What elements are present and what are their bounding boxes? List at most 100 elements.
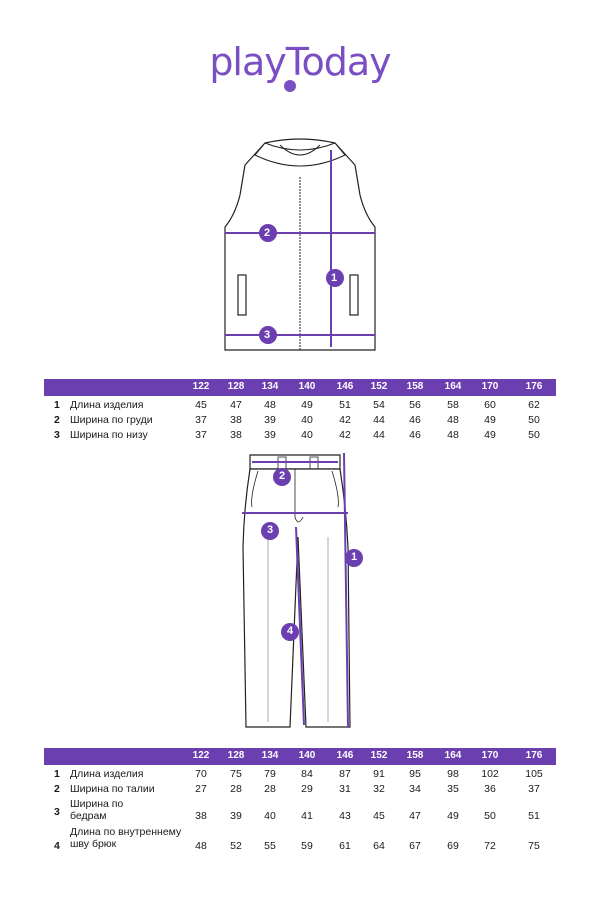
row-label: Ширина по груди [70,414,153,426]
logo-dot [284,80,296,92]
size-header: 140 [298,381,316,392]
cell: 70 [195,768,207,780]
vest-marker-2: 2 [264,227,271,239]
cell: 47 [409,810,421,822]
cell: 62 [528,399,540,411]
cell: 49 [447,810,459,822]
cell: 46 [409,414,421,426]
table-row: 1 Длина изделия 70 75 79 84 87 91 95 98 … [44,768,556,783]
row-label: Длина изделия [70,768,144,780]
cell: 39 [264,414,276,426]
size-header: 134 [261,381,279,392]
table-row: 1 Длина изделия 45 47 48 49 51 54 56 58 … [44,399,556,414]
size-header: 158 [406,381,424,392]
cell: 49 [484,429,496,441]
size-header: 170 [481,381,499,392]
cell: 54 [373,399,385,411]
pants-diagram [228,447,368,737]
cell: 40 [301,429,313,441]
cell: 51 [528,810,540,822]
vest-marker-1: 1 [331,272,338,284]
pants-marker-2: 2 [279,470,286,482]
cell: 50 [528,429,540,441]
cell: 52 [230,840,242,852]
row-number: 1 [54,399,60,411]
cell: 75 [230,768,242,780]
row-number: 2 [54,414,60,426]
size-header: 146 [336,381,354,392]
cell: 37 [195,414,207,426]
table-row: 3 Ширина по низу 37 38 39 40 42 44 46 48… [44,429,556,444]
cell: 29 [301,783,313,795]
cell: 48 [447,414,459,426]
cell: 38 [230,429,242,441]
cell: 102 [481,768,499,780]
cell: 44 [373,414,385,426]
cell: 39 [264,429,276,441]
cell: 51 [339,399,351,411]
cell: 28 [264,783,276,795]
cell: 27 [195,783,207,795]
row-label: Ширина по низу [70,429,148,441]
cell: 98 [447,768,459,780]
cell: 69 [447,840,459,852]
vest-size-table: 122 128 134 140 146 152 158 164 170 176 … [44,379,556,441]
cell: 40 [301,414,313,426]
cell: 95 [409,768,421,780]
cell: 84 [301,768,313,780]
row-number: 3 [54,429,60,441]
pants-table-header: 122 128 134 140 146 152 158 164 170 176 [44,748,556,765]
cell: 46 [409,429,421,441]
row-label: Длина изделия [70,399,144,411]
row-label: Длина по внутреннему шву брюк [70,826,182,850]
cell: 49 [484,414,496,426]
pants-size-table: 122 128 134 140 146 152 158 164 170 176 … [44,748,556,863]
vest-table-header: 122 128 134 140 146 152 158 164 170 176 [44,379,556,396]
brand-logo-text: playToday [209,40,391,84]
cell: 64 [373,840,385,852]
vest-marker-3: 3 [264,329,271,341]
pants-marker-1: 1 [351,551,358,563]
table-row: 3 Ширина по бедрам 38 39 40 41 43 45 47 … [44,798,556,826]
cell: 55 [264,840,276,852]
cell: 41 [301,810,313,822]
cell: 39 [230,810,242,822]
cell: 42 [339,429,351,441]
row-number: 1 [54,768,60,780]
size-header: 134 [261,750,279,761]
cell: 58 [447,399,459,411]
cell: 49 [301,399,313,411]
size-header: 146 [336,750,354,761]
cell: 59 [301,840,313,852]
cell: 35 [447,783,459,795]
cell: 50 [484,810,496,822]
cell: 50 [528,414,540,426]
size-header: 152 [370,381,388,392]
cell: 45 [195,399,207,411]
row-label: Ширина по бедрам [70,798,124,822]
size-header: 176 [525,381,543,392]
cell: 48 [264,399,276,411]
size-header: 170 [481,750,499,761]
size-header: 128 [227,381,245,392]
cell: 43 [339,810,351,822]
size-header: 164 [444,381,462,392]
cell: 56 [409,399,421,411]
brand-logo: playToday [0,40,600,84]
cell: 48 [195,840,207,852]
cell: 60 [484,399,496,411]
cell: 105 [525,768,543,780]
pants-marker-4: 4 [287,625,294,637]
cell: 32 [373,783,385,795]
cell: 38 [230,414,242,426]
cell: 37 [528,783,540,795]
cell: 48 [447,429,459,441]
cell: 44 [373,429,385,441]
cell: 31 [339,783,351,795]
cell: 45 [373,810,385,822]
size-header: 122 [192,381,210,392]
row-number: 4 [54,840,60,852]
cell: 36 [484,783,496,795]
size-header: 158 [406,750,424,761]
cell: 72 [484,840,496,852]
